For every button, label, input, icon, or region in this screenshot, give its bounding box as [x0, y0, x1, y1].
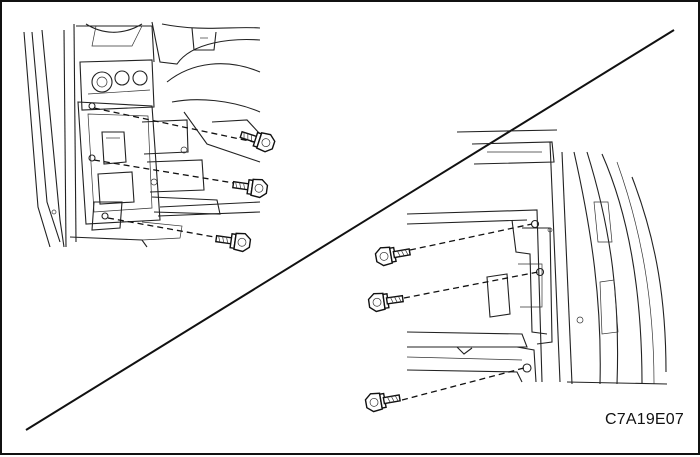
upper-bolt-2	[232, 178, 269, 199]
lower-bolt-3	[364, 392, 401, 413]
bolt-icon	[364, 392, 401, 413]
upper-bolt-3	[215, 232, 252, 253]
upper-leader-lines	[93, 107, 255, 239]
lower-bolt-2	[367, 292, 404, 313]
lower-side-structure	[406, 129, 668, 385]
upper-dashboard-structure	[23, 21, 261, 248]
panel-divider	[25, 29, 675, 431]
bolt-icon	[215, 232, 252, 253]
figure-code: C7A19E07	[605, 411, 684, 428]
bolt-icon	[374, 246, 411, 267]
bolt-icon	[239, 130, 276, 153]
lower-bolt-1	[374, 246, 411, 267]
bolt-icon	[232, 178, 269, 199]
lower-leader-lines	[401, 223, 539, 401]
bolt-icon	[367, 292, 404, 313]
upper-bolt-1	[239, 130, 276, 153]
